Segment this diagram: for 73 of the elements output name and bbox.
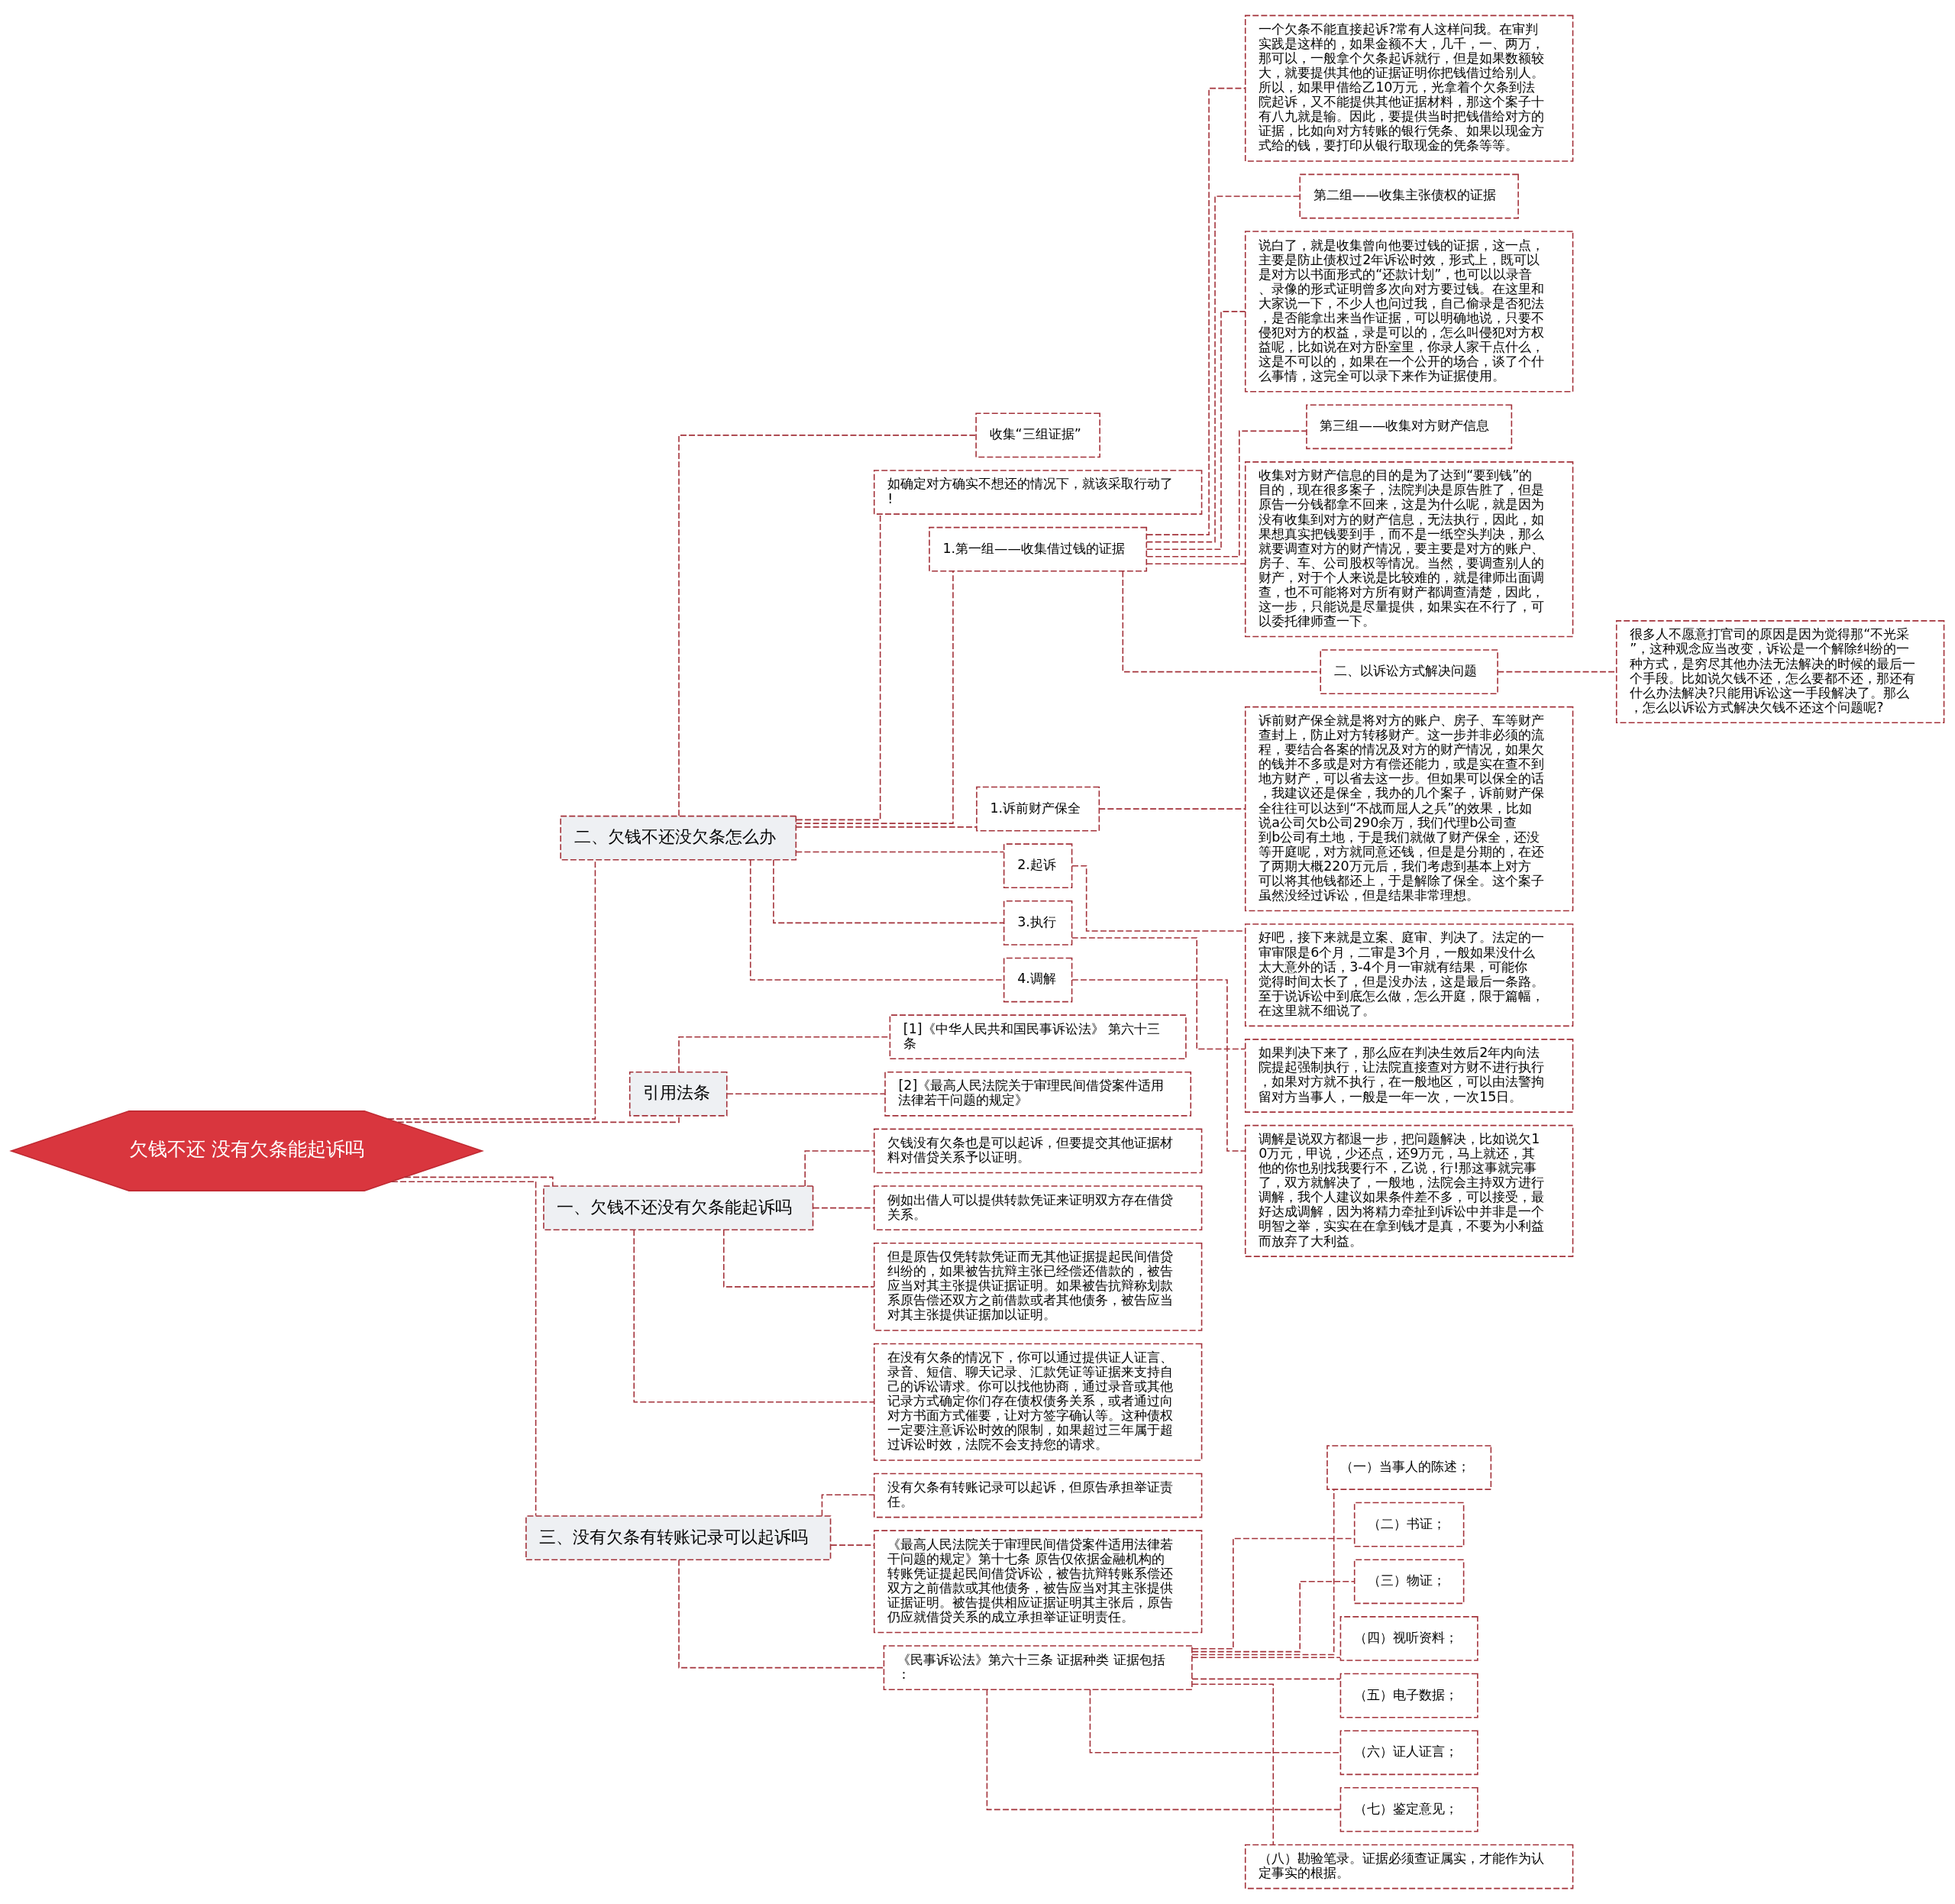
node-box: （三）物证； xyxy=(1353,1559,1465,1605)
node-box: 收集“三组证据” xyxy=(975,412,1100,458)
connector xyxy=(1191,1581,1356,1653)
connector xyxy=(404,1176,554,1187)
connector xyxy=(795,571,954,824)
connector xyxy=(1146,563,1246,565)
connector xyxy=(986,1689,1341,1811)
node-box: 引用法条 xyxy=(629,1071,728,1117)
node-box: 4.调解 xyxy=(1003,957,1073,1003)
node-box: 很多人不愿意打官司的原因是因为觉得那“不光采”，这种观念应当改变，诉讼是一个解除纠纷的一种方式，是穷尽其他办法无法解决的时候的最后一个手段。比如说欠钱不还，怎么要都不还，那还有什么办法解决?只能用诉讼这一手段解决了。那么，怎么以诉讼方式解决欠钱不还这个问题呢? xyxy=(1615,620,1945,724)
node-box: 诉前财产保全就是将对方的账户、房子、车等财产查封上，防止对方转移财产。这一步并非必须的流程，要结合各案的情况及对方的财产情况，如果欠的钱并不多或是对方有偿还能力，或是实在查不到地方财产，可以省去这一步。但如果可以保全的话，我建议还是保全，我办的几个案子，诉前财产保全往往可以达到“不战而屈人之兵”的效果，比如说a公司欠b公司290余万，我们代理b公司查到b公司有土地，于是我们就做了财产保全，还没等开庭呢，对方就同意还钱，但是是分期的，在还了两期大概220万元后，我们考虑到基本上对方可以将其他钱都还上，于是解除了保全。这个案子虽然没经过诉讼，但是结果非常理想。 xyxy=(1244,706,1574,912)
connector xyxy=(773,859,1005,924)
connector xyxy=(1191,1537,1356,1650)
node-box: 一个欠条不能直接起诉?常有人这样问我。在审判实践是这样的，如果金额不大，几千，一、两万，那可以，一般拿个欠条起诉就行，但是如果数额较大，就要提供其他的证据证明你把钱借过给别人。所以，如果甲借给乙10万元，光拿着个欠条到法院起诉，又不能提供其他证据材料，那这个案子十有八九就是输。因此，要提供当时把钱借给对方的证据，比如向对方转账的银行凭条、如果以现金方式给的钱，要打印从银行取现金的凭条等等。 xyxy=(1244,15,1574,162)
connector xyxy=(678,435,977,816)
node-box: 3.执行 xyxy=(1003,900,1073,946)
node-box: （七）鉴定意见； xyxy=(1339,1787,1478,1832)
node-box: （四）视听资料； xyxy=(1339,1616,1478,1661)
connector xyxy=(397,1115,680,1123)
node-box: 但是原告仅凭转款凭证而无其他证据提起民间借贷纠纷的，如果被告抗辩主张已经偿还借款的，被告应当对其主张提供证据证明。如果被告抗辩称划款系原告偿还双方之前借款或者其他债务，被告应当对其主张提供证据加以证明。 xyxy=(873,1242,1203,1331)
node-box: 好吧，接下来就是立案、庭审、判决了。法定的一审审限是6个月，二审是3个月，一般如果没什么太大意外的话，3-4个月一审就有结果，可能你觉得时间太长了，但是没办法，这是最后一条路。至于说诉讼中到底怎么做，怎么开庭，限于篇幅，在这里就不细说了。 xyxy=(1244,923,1574,1027)
connector xyxy=(1191,1489,1335,1656)
node-box: 第三组——收集对方财产信息 xyxy=(1306,404,1513,450)
node-box: 例如出借人可以提供转款凭证来证明双方存在借贷关系。 xyxy=(873,1185,1203,1230)
node-box: 二、欠钱不还没欠条怎么办 xyxy=(560,815,797,861)
node-box: 1.第一组——收集借过钱的证据 xyxy=(929,526,1148,572)
connector xyxy=(633,1229,874,1403)
node-box: 如确定对方确实不想还的情况下，就该采取行动了! xyxy=(873,470,1203,515)
connector xyxy=(1089,1689,1341,1754)
node-box: 没有欠条有转账记录可以起诉，但原告承担举证责任。 xyxy=(873,1472,1203,1518)
node-box: （六）证人证言； xyxy=(1339,1730,1478,1776)
node-box: 说白了，就是收集曾向他要过钱的证据，这一点，主要是防止债权过2年诉讼时效，形式上，既可以是对方以书面形式的“还款计划”，也可以以录音、录像的形式证明曾多次向对方要过钱。在这里和大家说一下，不少人也问过我，自己偷录是否犯法，是否能拿出来当作证据，可以明确地说，只要不侵犯对方的权益，录是可以的，怎么叫侵犯对方权益呢，比如说在对方卧室里，你录人家干点什么，这是不可以的，如果在一个公开的场合，谈了个什么事情，这完全可以录下来作为证据使用。 xyxy=(1244,231,1574,393)
node-box: [2]《最高人民法院关于审理民间借贷案件适用法律若干问题的规定》 xyxy=(884,1071,1192,1117)
node-box: 2.起诉 xyxy=(1003,843,1073,889)
connector xyxy=(1191,1683,1275,1846)
connector xyxy=(1146,196,1301,543)
connector xyxy=(1122,571,1321,673)
connector xyxy=(391,1181,537,1517)
node-box: 三、没有欠条有转账记录可以起诉吗 xyxy=(525,1515,832,1560)
connector xyxy=(726,1093,886,1095)
node-box: [1]《中华人民共和国民事诉讼法》 第六十三条 xyxy=(889,1014,1187,1060)
connector xyxy=(795,851,1005,853)
connector xyxy=(1191,1657,1341,1659)
connector xyxy=(1098,808,1246,810)
node-box: 1.诉前财产保全 xyxy=(976,786,1100,832)
connector xyxy=(1191,1678,1341,1680)
node-box: 如果判决下来了，那么应在判决生效后2年内向法院提起强制执行，让法院直接查对方财不进行执行，如果对方就不执行，在一般地区，可以由法警拘留对方当事人，一般是一年一次，一次15日。 xyxy=(1244,1039,1574,1113)
connector xyxy=(749,859,1005,981)
connector xyxy=(1146,311,1246,550)
connector xyxy=(1146,430,1307,558)
connector xyxy=(722,1229,875,1288)
connector xyxy=(795,826,978,828)
node-box: 第二组——收集主张债权的证据 xyxy=(1299,173,1519,219)
node-box: 调解是说双方都退一步，把问题解决，比如说欠10万元，甲说，少还点，还9万元，马上就还，其他的你也别找我要行不，乙说，行!那这事就完事了，双方就解决了，一般地，法院会主持双方进行调解，我个人建议如果条件差不多，可以接受，最好达成调解，因为将精力牵扯到诉讼中并非是一个明智之举，实实在在拿到钱才是真，不要为小利益而放弃了大利益。 xyxy=(1244,1124,1574,1257)
connector xyxy=(1146,87,1246,535)
node-box: （八）勘验笔录。证据必须查证属实，才能作为认定事实的根据。 xyxy=(1244,1844,1574,1889)
node-box: （一）当事人的陈述； xyxy=(1326,1445,1492,1490)
node-box: （五）电子数据； xyxy=(1339,1673,1478,1718)
connector xyxy=(813,1207,875,1209)
node-box: 二、以诉讼方式解决问题 xyxy=(1320,649,1498,694)
node-box: 《民事诉讼法》第六十三条 证据种类 证据包括： xyxy=(883,1645,1193,1690)
connector xyxy=(804,1150,875,1187)
node-box: 欠钱没有欠条也是可以起诉，但要提交其他证据材料对借贷关系予以证明。 xyxy=(873,1128,1203,1174)
connector xyxy=(387,859,596,1120)
node-box: 收集对方财产信息的目的是为了达到“要到钱”的目的，现在很多案子，法院判决是原告胜了，但是原告一分钱都拿不回来，这是为什么呢，就是因为没有收集到对方的财产信息，无法执行，因此，如果想真实把钱要到手，而不是一纸空头判决，那么就要调查对方的财产情况，要主要是对方的账户、房子、车、公司股权等情况。当然，要调查别人的财产，对于个人来说是比较难的，就是律师出面调查，也不可能将对方所有财产都调查清楚，因此，这一步，只能说是尽量提供，如果实在不行了，可以委托律师查一下。 xyxy=(1244,461,1574,638)
node-box: 在没有欠条的情况下，你可以通过提供证人证言、录音、短信、聊天记录、汇款凭证等证据来支持自己的诉讼请求。你可以找他协商，通过录音或其他记录方式确定你们存在债权债务关系，或者通过向对方书面方式催要，让对方签字确认等。这种债权一定要注意诉讼时效的限制，如果超过三年属于超过诉讼时效，法院不会支持您的请求。 xyxy=(873,1343,1203,1461)
connector xyxy=(796,513,881,821)
node-box: 《最高人民法院关于审理民间借贷案件适用法律若干问题的规定》第十七条 原告仅依据金融机构的转账凭证提起民间借贷诉讼，被告抗辩转账系偿还双方之前借款或其他债务，被告应当对其主张提供证据证明。被告提供相应证据证明其主张后，原告仍应就借贷关系的成立承担举证证明责任。 xyxy=(873,1530,1203,1634)
connector xyxy=(821,1494,874,1517)
connector xyxy=(1071,937,1246,1050)
connector xyxy=(678,1559,884,1669)
node-box: 一、欠钱不还没有欠条能起诉吗 xyxy=(543,1185,814,1230)
node-box: （二）书证； xyxy=(1353,1502,1465,1547)
